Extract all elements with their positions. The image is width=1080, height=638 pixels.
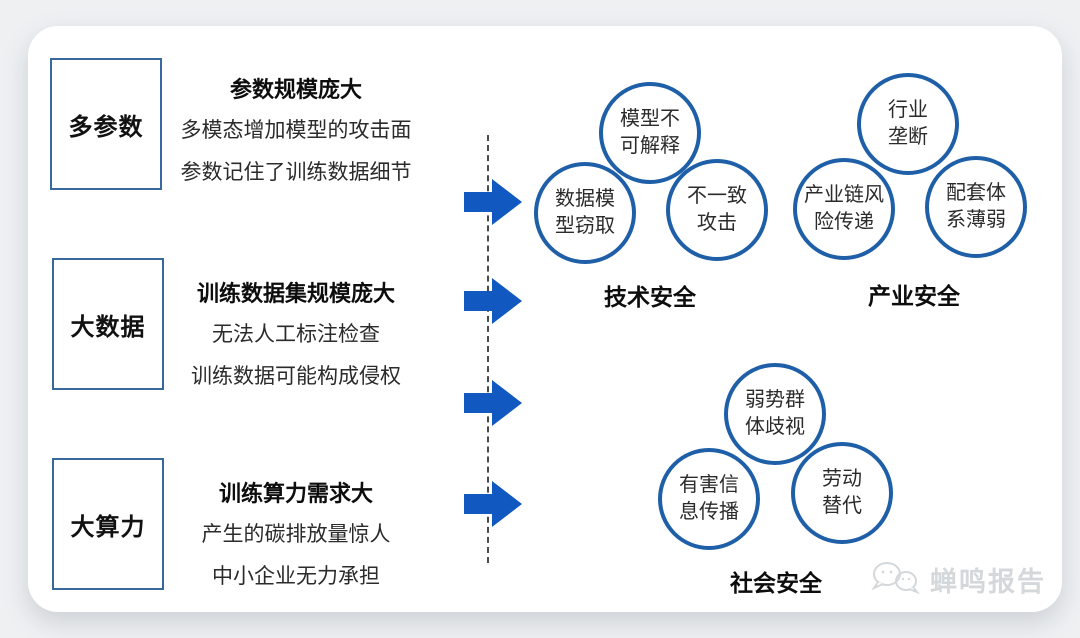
- risk-line: 弱势群: [745, 389, 805, 411]
- right-arrow-icon: [464, 481, 524, 527]
- risk-line: 险传递: [814, 211, 874, 233]
- risk-line: 垄断: [888, 126, 928, 148]
- risk-line: 行业: [888, 99, 928, 121]
- factor-line: 参数记住了训练数据细节: [180, 161, 412, 184]
- wechat-icon: [870, 559, 922, 600]
- risk-line: 数据模: [555, 188, 615, 210]
- right-arrow-icon: [464, 278, 524, 324]
- risk-line: 可解释: [620, 135, 680, 157]
- factor-title: 训练数据集规模庞大: [196, 281, 395, 306]
- factor-description-multi-parameter: 参数规模庞大 多模态增加模型的攻击面 参数记住了训练数据细节: [146, 70, 446, 194]
- cluster-label-industry-security: 产业安全: [868, 283, 960, 309]
- risk-circle-data-model-theft: 数据模 型窃取: [534, 162, 636, 264]
- watermark: 蝉鸣报告: [870, 559, 1046, 600]
- risk-line: 配套体: [946, 182, 1006, 204]
- risk-line: 有害信: [679, 474, 739, 496]
- factor-title: 参数规模庞大: [229, 77, 362, 102]
- factor-line: 无法人工标注检查: [212, 323, 380, 346]
- watermark-text: 蝉鸣报告: [930, 567, 1046, 597]
- dashed-divider-line: [487, 135, 489, 563]
- risk-line: 攻击: [697, 212, 737, 234]
- risk-line: 产业链风: [804, 184, 884, 206]
- factor-description-big-data: 训练数据集规模庞大 无法人工标注检查 训练数据可能构成侵权: [146, 274, 446, 398]
- factor-line: 中小企业无力承担: [212, 565, 380, 588]
- risk-line: 不一致: [687, 185, 747, 207]
- factor-box-big-data: 大数据: [52, 258, 164, 390]
- risk-circle-industry-monopoly: 行业 垄断: [857, 73, 959, 175]
- right-arrow-icon: [464, 179, 524, 225]
- cluster-label-technology-security: 技术安全: [604, 284, 696, 310]
- risk-circle-weak-support-system: 配套体 系薄弱: [925, 156, 1027, 258]
- factor-description-big-compute: 训练算力需求大 产生的碳排放量惊人 中小企业无力承担: [146, 474, 446, 598]
- risk-line: 替代: [822, 495, 862, 517]
- factor-title: 训练算力需求大: [218, 481, 373, 506]
- risk-line: 体歧视: [745, 416, 805, 438]
- factor-line: 产生的碳排放量惊人: [201, 523, 391, 546]
- risk-circle-inconsistency-attack: 不一致 攻击: [666, 159, 768, 261]
- risk-circle-labor-replacement: 劳动 替代: [791, 442, 893, 544]
- risk-line: 劳动: [822, 468, 862, 490]
- factor-box-label: 多参数: [68, 113, 144, 141]
- risk-circle-model-unexplainable: 模型不 可解释: [599, 82, 701, 184]
- factor-box-big-compute: 大算力: [52, 458, 164, 590]
- factor-box-label: 大算力: [70, 513, 146, 541]
- factor-line: 多模态增加模型的攻击面: [180, 119, 412, 142]
- cluster-label-society-security: 社会安全: [730, 570, 822, 596]
- risk-circle-vulnerable-group-discrimination: 弱势群 体歧视: [724, 363, 826, 465]
- risk-line: 息传播: [679, 501, 739, 523]
- factor-box-multi-parameter: 多参数: [50, 58, 162, 190]
- factor-line: 训练数据可能构成侵权: [191, 365, 401, 388]
- right-arrow-icon: [464, 380, 524, 426]
- risk-line: 系薄弱: [946, 209, 1006, 231]
- factor-box-label: 大数据: [70, 313, 146, 341]
- risk-circle-supply-chain-risk: 产业链风 险传递: [793, 158, 895, 260]
- risk-line: 模型不: [620, 108, 680, 130]
- risk-circle-harmful-information-spread: 有害信 息传播: [658, 448, 760, 550]
- diagram-card: 多参数 大数据 大算力 参数规模庞大 多模态增加模型的攻击面 参数记住了训练数据…: [28, 26, 1062, 612]
- risk-line: 型窃取: [555, 215, 615, 237]
